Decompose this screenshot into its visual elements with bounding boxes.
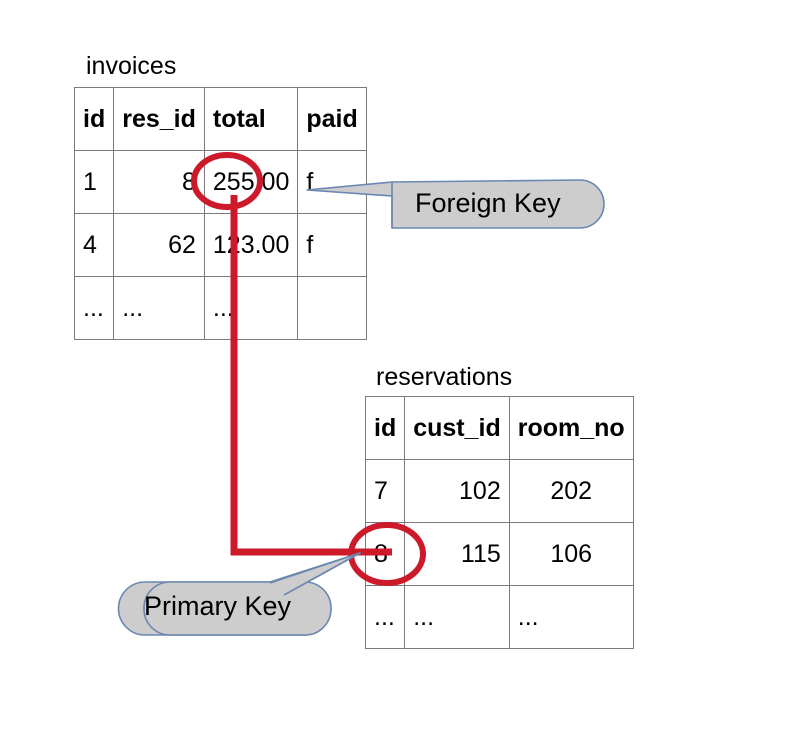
invoices-table: id res_id total paid 1 8 255.00 f 4 62 1… — [73, 87, 367, 340]
invoices-r1-id: 1 — [73, 150, 115, 214]
invoices-r3-total: ... — [203, 276, 299, 340]
invoices-r1-res-id: 8 — [113, 150, 205, 214]
reservations-r2-cust-id: 115 — [404, 522, 510, 586]
table-row: ... ... ... — [364, 585, 634, 649]
reservations-table-caption: reservations — [376, 363, 513, 391]
invoices-r3-paid — [297, 276, 367, 340]
reservations-r3-cust-id: ... — [404, 585, 510, 649]
invoices-col-total: total — [203, 87, 299, 151]
invoices-r3-id: ... — [73, 276, 115, 340]
invoices-r1-paid: f — [297, 150, 367, 214]
invoices-r2-res-id: 62 — [113, 213, 205, 277]
invoices-r3-res-id: ... — [113, 276, 205, 340]
table-row: 7 102 202 — [364, 459, 634, 523]
reservations-header-row: id cust_id room_no — [364, 396, 634, 460]
reservations-col-id: id — [364, 396, 406, 460]
invoices-r2-paid: f — [297, 213, 367, 277]
reservations-col-room-no: room_no — [508, 396, 634, 460]
invoices-r2-id: 4 — [73, 213, 115, 277]
table-row: 8 115 106 — [364, 522, 634, 586]
reservations-r3-id: ... — [364, 585, 406, 649]
reservations-r2-id: 8 — [364, 522, 406, 586]
foreign-key-callout-label: Foreign Key — [415, 188, 561, 218]
table-row: 4 62 123.00 f — [73, 213, 367, 277]
reservations-r1-cust-id: 102 — [404, 459, 510, 523]
reservations-r1-id: 7 — [364, 459, 406, 523]
invoices-col-paid: paid — [297, 87, 367, 151]
reservations-col-cust-id: cust_id — [404, 396, 510, 460]
invoices-col-res-id: res_id — [113, 87, 205, 151]
invoices-r1-total: 255.00 — [203, 150, 299, 214]
invoices-r2-total: 123.00 — [203, 213, 299, 277]
reservations-r3-room-no: ... — [508, 585, 634, 649]
invoices-col-id: id — [73, 87, 115, 151]
reservations-table: id cust_id room_no 7 102 202 8 115 106 .… — [364, 396, 634, 649]
reservations-r1-room-no: 202 — [508, 459, 634, 523]
primary-key-callout-tail — [269, 552, 361, 596]
invoices-table-caption: invoices — [86, 52, 177, 80]
table-row: 1 8 255.00 f — [73, 150, 367, 214]
invoices-header-row: id res_id total paid — [73, 87, 367, 151]
primary-key-callout-label: Primary Key — [144, 591, 292, 621]
reservations-r2-room-no: 106 — [508, 522, 634, 586]
table-row: ... ... ... — [73, 276, 367, 340]
